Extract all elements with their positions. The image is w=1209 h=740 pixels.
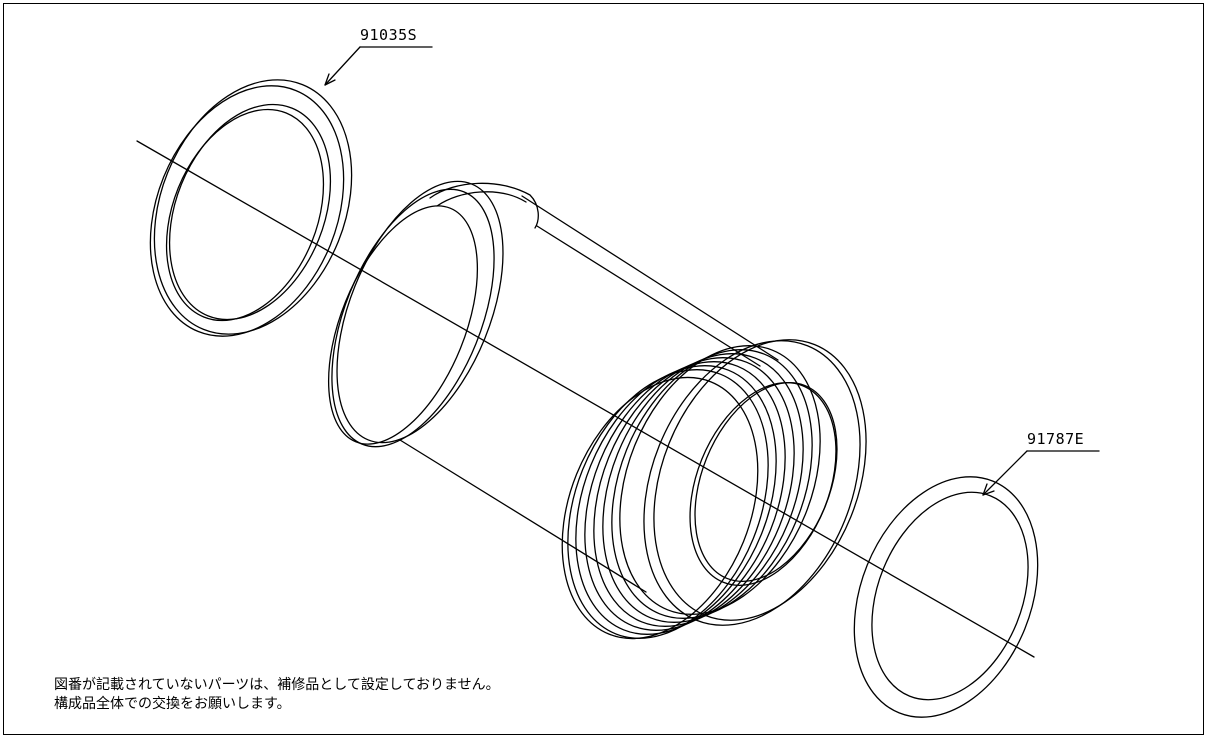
lower-seal-ring	[853, 476, 1039, 718]
upper-seal-ring	[149, 79, 353, 337]
drawing-frame	[3, 3, 1204, 735]
footnote-line-1: 図番が記載されていないパーツは、補修品として設定しておりません。	[54, 677, 500, 693]
leader-91787E	[982, 450, 1100, 496]
center-axis-line	[136, 140, 1035, 658]
leader-91035S	[324, 46, 433, 86]
pipe-fitting-body	[327, 180, 867, 640]
footnote: 図番が記載されていないパーツは、補修品として設定しておりません。 構成品全体での…	[54, 676, 500, 714]
footnote-line-2: 構成品全体での交換をお願いします。	[54, 696, 291, 712]
callout-label-91035S: 91035S	[360, 26, 418, 44]
callout-label-91787E: 91787E	[1027, 430, 1085, 448]
